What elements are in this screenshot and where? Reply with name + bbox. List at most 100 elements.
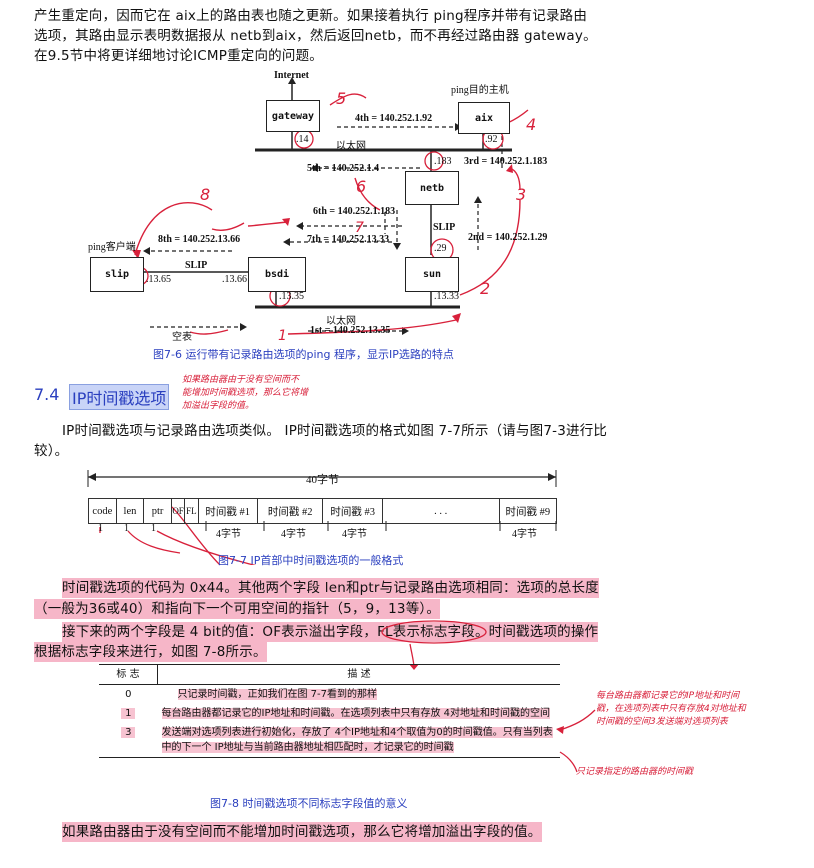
ping-client-label: ping客户端 (88, 242, 136, 253)
header-desc: 描 述 (347, 669, 371, 680)
flags-header-row: 标 志 描 述 (99, 665, 560, 685)
host-sun: sun (405, 257, 459, 292)
iface-gateway: .14 (296, 134, 309, 145)
fig78-note-1-line-1: 每台路由器都记录它的IP地址和时间 (596, 691, 740, 701)
flag-1: 1 (121, 708, 136, 719)
size-code: 1 (98, 523, 103, 534)
section-note: 如果路由器由于没有空间而不 能增加时间戳选项，那么它将增 加溢出字段的值。 (182, 374, 308, 413)
iface-sun-top: .29 (434, 243, 447, 254)
section-number: 7.4 (34, 385, 60, 404)
desc-1-text: 每台路由器都记录它的IP地址和时间戳。在选项列表中只有存放 4对地址和时间戳的空… (161, 708, 551, 719)
figure-7-6: Internet ping目的主机 gateway aix netb slip … (0, 0, 814, 361)
para3-markup (381, 620, 487, 670)
total-size-label: 40字节 (306, 474, 339, 486)
flag-1-cell: 1 (99, 704, 158, 723)
para3-line-2: 根据标志字段来进行，如图 7-8所示。 (34, 642, 267, 662)
figure-7-8-table: 标 志 描 述 0 只记录时间戳，正如我们在图 7-7看到的那样 1 每台路由器… (99, 664, 560, 758)
iface-bsdi-left: .13.66 (222, 274, 247, 285)
flags-row-3: 3 发送端对选项列表进行初始化，存放了 4个IP地址和4个取值为0的时间戳值。只… (99, 723, 560, 757)
size-ts3: 4字节 (342, 529, 367, 540)
slip-mid-label: SLIP (433, 222, 456, 233)
fig78-note-1-line-2: 戳，在选项列表中只有存放4对地址和 (596, 704, 746, 714)
desc-3: 发送端对选项列表进行初始化，存放了 4个IP地址和4个取值为0的时间戳值。只有当… (158, 723, 561, 757)
hop-1st: 1st = 140.252.13.35 (310, 325, 391, 336)
fig78-arrows (556, 709, 596, 773)
flag-3-cell: 3 (99, 723, 158, 757)
figure-7-6-lines (129, 77, 529, 335)
hand-num-5: 5 (336, 89, 347, 108)
hop-3rd: 3rd = 140.252.1.183 (464, 156, 548, 167)
cell-ts1: 时间戳 #1 (197, 498, 258, 524)
format-row: code len ptr OF FL 时间戳 #1 时间戳 #2 时间戳 #3 … (88, 498, 558, 524)
desc-1: 每台路由器都记录它的IP地址和时间戳。在选项列表中只有存放 4对地址和时间戳的空… (158, 704, 561, 723)
para1-line-1: IP时间戳选项与记录路由选项类似。 IP时间戳选项的格式如图 7-7所示（请与图… (62, 423, 608, 439)
fig78-note-1-line-3: 时间戳的空间3发送端对选项列表 (596, 717, 728, 727)
intro-line-2: 选项，其路由显示表明数据报从 netb到aix，然后返回netb，而不再经过路由… (34, 28, 597, 44)
empty-table-label: 空表 (172, 332, 192, 343)
size-ts2: 4字节 (281, 529, 306, 540)
cell-ts2: 时间戳 #2 (256, 498, 324, 524)
hand-num-8: 8 (200, 185, 211, 204)
host-aix: aix (458, 102, 510, 134)
hand-num-6: 6 (356, 177, 367, 196)
para2-line-1: 时间戳选项的代码为 0x44。其他两个字段 len和ptr与记录路由选项相同：选… (62, 578, 599, 598)
hand-num-4: 4 (526, 115, 537, 134)
ping-dest-label: ping目的主机 (451, 85, 509, 96)
hand-num-1: 1 (278, 328, 287, 344)
intro-line-3: 在9.5节中将更详细地讨论ICMP重定向的问题。 (34, 48, 323, 64)
para3-line-1: 接下来的两个字段是 4 bit的值：OF表示溢出字段，FL表示标志字段。时间戳选… (62, 622, 599, 642)
hop-6th: 6th = 140.252.1.183 (313, 206, 396, 217)
hop-4th: 4th = 140.252.1.92 (355, 113, 433, 124)
fig78-note-2: 只记录指定的路由器的时间戳 (576, 767, 694, 777)
host-slip: slip (90, 257, 144, 292)
section-note-line-1: 如果路由器由于没有空间而不 (182, 375, 300, 385)
host-gateway: gateway (266, 100, 320, 132)
cell-ts9: 时间戳 #9 (498, 498, 558, 524)
iface-slip: .13.65 (146, 274, 171, 285)
flags-row-0: 0 只记录时间戳，正如我们在图 7-7看到的那样 (99, 685, 560, 705)
flags-row-1: 1 每台路由器都记录它的IP地址和时间戳。在选项列表中只有存放 4对地址和时间戳… (99, 704, 560, 723)
fig78-note-1: 每台路由器都记录它的IP地址和时间 戳，在选项列表中只有存放4对地址和 时间戳的… (596, 690, 746, 729)
cell-ellipsis: . . . (381, 498, 500, 524)
cell-len: len (115, 498, 145, 524)
host-bsdi: bsdi (248, 257, 306, 292)
figure-7-7-caption: 图7-7 IP首部中时间戳选项的一般格式 (218, 554, 404, 567)
figure-7-8-caption: 图7-8 时间戳选项不同标志字段值的意义 (210, 797, 408, 810)
size-ptr: 1 (151, 523, 156, 534)
cell-fl: FL (184, 498, 199, 524)
hand-num-3: 3 (516, 185, 527, 204)
hop-8th: 8th = 140.252.13.66 (158, 234, 241, 245)
intro-line-1: 产生重定向，因而它在 aix上的路由表也随之更新。如果接着执行 ping程序并带… (34, 8, 588, 24)
cell-ptr: ptr (143, 498, 172, 524)
hop-2nd: 2nd = 140.252.1.29 (468, 232, 548, 243)
para1-line-2: 较）。 (34, 443, 69, 459)
cell-ts3: 时间戳 #3 (322, 498, 383, 524)
cell-code: code (88, 498, 117, 524)
para4: 如果路由器由于没有空间而不能增加时间戳选项，那么它将增加溢出字段的值。 (62, 822, 542, 842)
figure-7-7: 40字节 code len ptr OF FL 时间戳 #1 时间戳 #2 时间… (0, 465, 814, 567)
flag-0: 0 (125, 689, 132, 700)
host-netb: netb (405, 171, 459, 205)
size-ts1: 4字节 (216, 529, 241, 540)
section-title: IP时间戳选项 (69, 384, 170, 410)
iface-netb-top: .183 (434, 156, 452, 167)
slip-left-label: SLIP (185, 260, 208, 271)
iface-bsdi-bottom: .13.35 (279, 291, 304, 302)
desc-3-text: 发送端对选项列表进行初始化，存放了 4个IP地址和4个取值为0的时间戳值。只有当… (161, 727, 553, 753)
section-note-line-3: 加溢出字段的值。 (182, 401, 255, 411)
para2-line-2: （一般为36或40）和指向下一个可用空间的指针（5，9，13等）。 (34, 599, 441, 619)
internet-label: Internet (274, 70, 309, 81)
hop-5th: 5th = 140.252.1.4 (307, 163, 380, 174)
timestamp-format-table: code len ptr OF FL 时间戳 #1 时间戳 #2 时间戳 #3 … (88, 498, 558, 524)
desc-0-text: 只记录时间戳，正如我们在图 7-7看到的那样 (177, 689, 378, 700)
iface-aix: .92 (485, 134, 498, 145)
flags-table: 标 志 描 述 0 只记录时间戳，正如我们在图 7-7看到的那样 1 每台路由器… (99, 665, 560, 757)
iface-sun-bottom: .13.33 (434, 291, 459, 302)
flag-3: 3 (121, 727, 136, 738)
figure-7-6-caption: 图7-6 运行带有记录路由选项的ping 程序，显示IP选路的特点 (153, 348, 454, 361)
ethernet-top-label: 以太网 (336, 141, 366, 152)
size-ts9: 4字节 (512, 529, 537, 540)
header-flag: 标 志 (99, 665, 158, 685)
cell-of: OF (170, 498, 186, 524)
size-len: 1 (124, 523, 129, 534)
